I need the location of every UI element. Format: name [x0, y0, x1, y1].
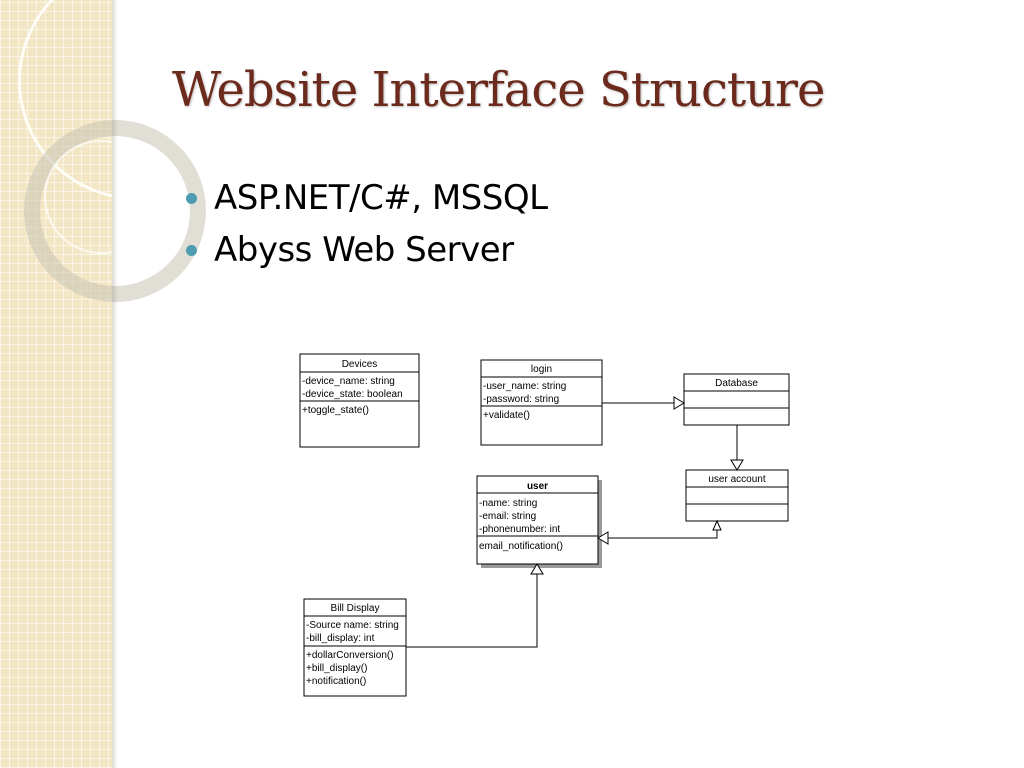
class-devices: Devices -device_name: string -device_sta… — [299, 353, 420, 448]
class-method: +validate() — [483, 410, 530, 421]
relation-arrowhead-icon — [712, 519, 722, 531]
class-database: Database — [683, 373, 790, 426]
generalization-arrow-icon — [730, 459, 744, 471]
class-attribute: -email: string — [479, 511, 536, 522]
class-name: Devices — [342, 359, 378, 370]
class-box — [683, 373, 790, 426]
relation-database-user-account — [730, 425, 744, 471]
class-name: user account — [708, 474, 765, 485]
class-name: user — [527, 481, 548, 492]
class-attribute: -phonenumber: int — [479, 524, 560, 535]
class-box — [480, 359, 603, 446]
generalization-arrow-icon — [597, 531, 609, 545]
class-method: +toggle_state() — [302, 405, 369, 416]
class-attribute: -Source name: string — [306, 620, 399, 631]
class-attribute: -device_name: string — [302, 376, 395, 387]
relation-login-database — [602, 396, 685, 410]
class-attribute: -bill_display: int — [306, 633, 375, 644]
bullet-dot-icon — [186, 245, 197, 256]
class-name: Bill Display — [331, 603, 380, 614]
bullet-text: ASP.NET/C#, MSSQL — [214, 178, 548, 218]
class-attribute: -user_name: string — [483, 381, 566, 392]
relation-line — [406, 574, 538, 648]
bullet-item: ASP.NET/C#, MSSQL — [186, 172, 548, 224]
class-login: login -user_name: string -password: stri… — [480, 359, 603, 446]
relation-bill-display-user — [406, 563, 544, 648]
bullet-item: Abyss Web Server — [186, 224, 548, 276]
relation-line — [608, 530, 718, 539]
bullet-list: ASP.NET/C#, MSSQL Abyss Web Server — [186, 172, 548, 276]
generalization-arrow-icon — [673, 396, 685, 410]
bullet-dot-icon — [186, 193, 197, 204]
class-box — [476, 475, 599, 565]
generalization-arrow-icon — [530, 563, 544, 575]
class-attribute: -device_state: boolean — [302, 389, 403, 400]
class-method: email_notification() — [479, 541, 563, 552]
class-name: Database — [715, 378, 758, 389]
class-bill-display: Bill Display -Source name: string -bill_… — [303, 598, 407, 697]
class-method: +notification() — [306, 676, 366, 687]
bullet-text: Abyss Web Server — [214, 230, 514, 270]
class-method: +bill_display() — [306, 663, 367, 674]
side-panel-shadow — [112, 0, 118, 768]
slide-title: Website Interface Structure — [172, 62, 825, 118]
relation-user-account-user — [597, 519, 722, 545]
class-name: login — [531, 364, 552, 375]
class-box — [685, 469, 789, 522]
class-attribute: -name: string — [479, 498, 537, 509]
class-method: +dollarConversion() — [306, 650, 394, 661]
class-box — [303, 598, 407, 697]
class-user: user -name: string -email: string -phone… — [476, 475, 602, 568]
class-attribute: -password: string — [483, 394, 559, 405]
decorative-ring — [44, 140, 158, 254]
class-user-account: user account — [685, 469, 789, 522]
